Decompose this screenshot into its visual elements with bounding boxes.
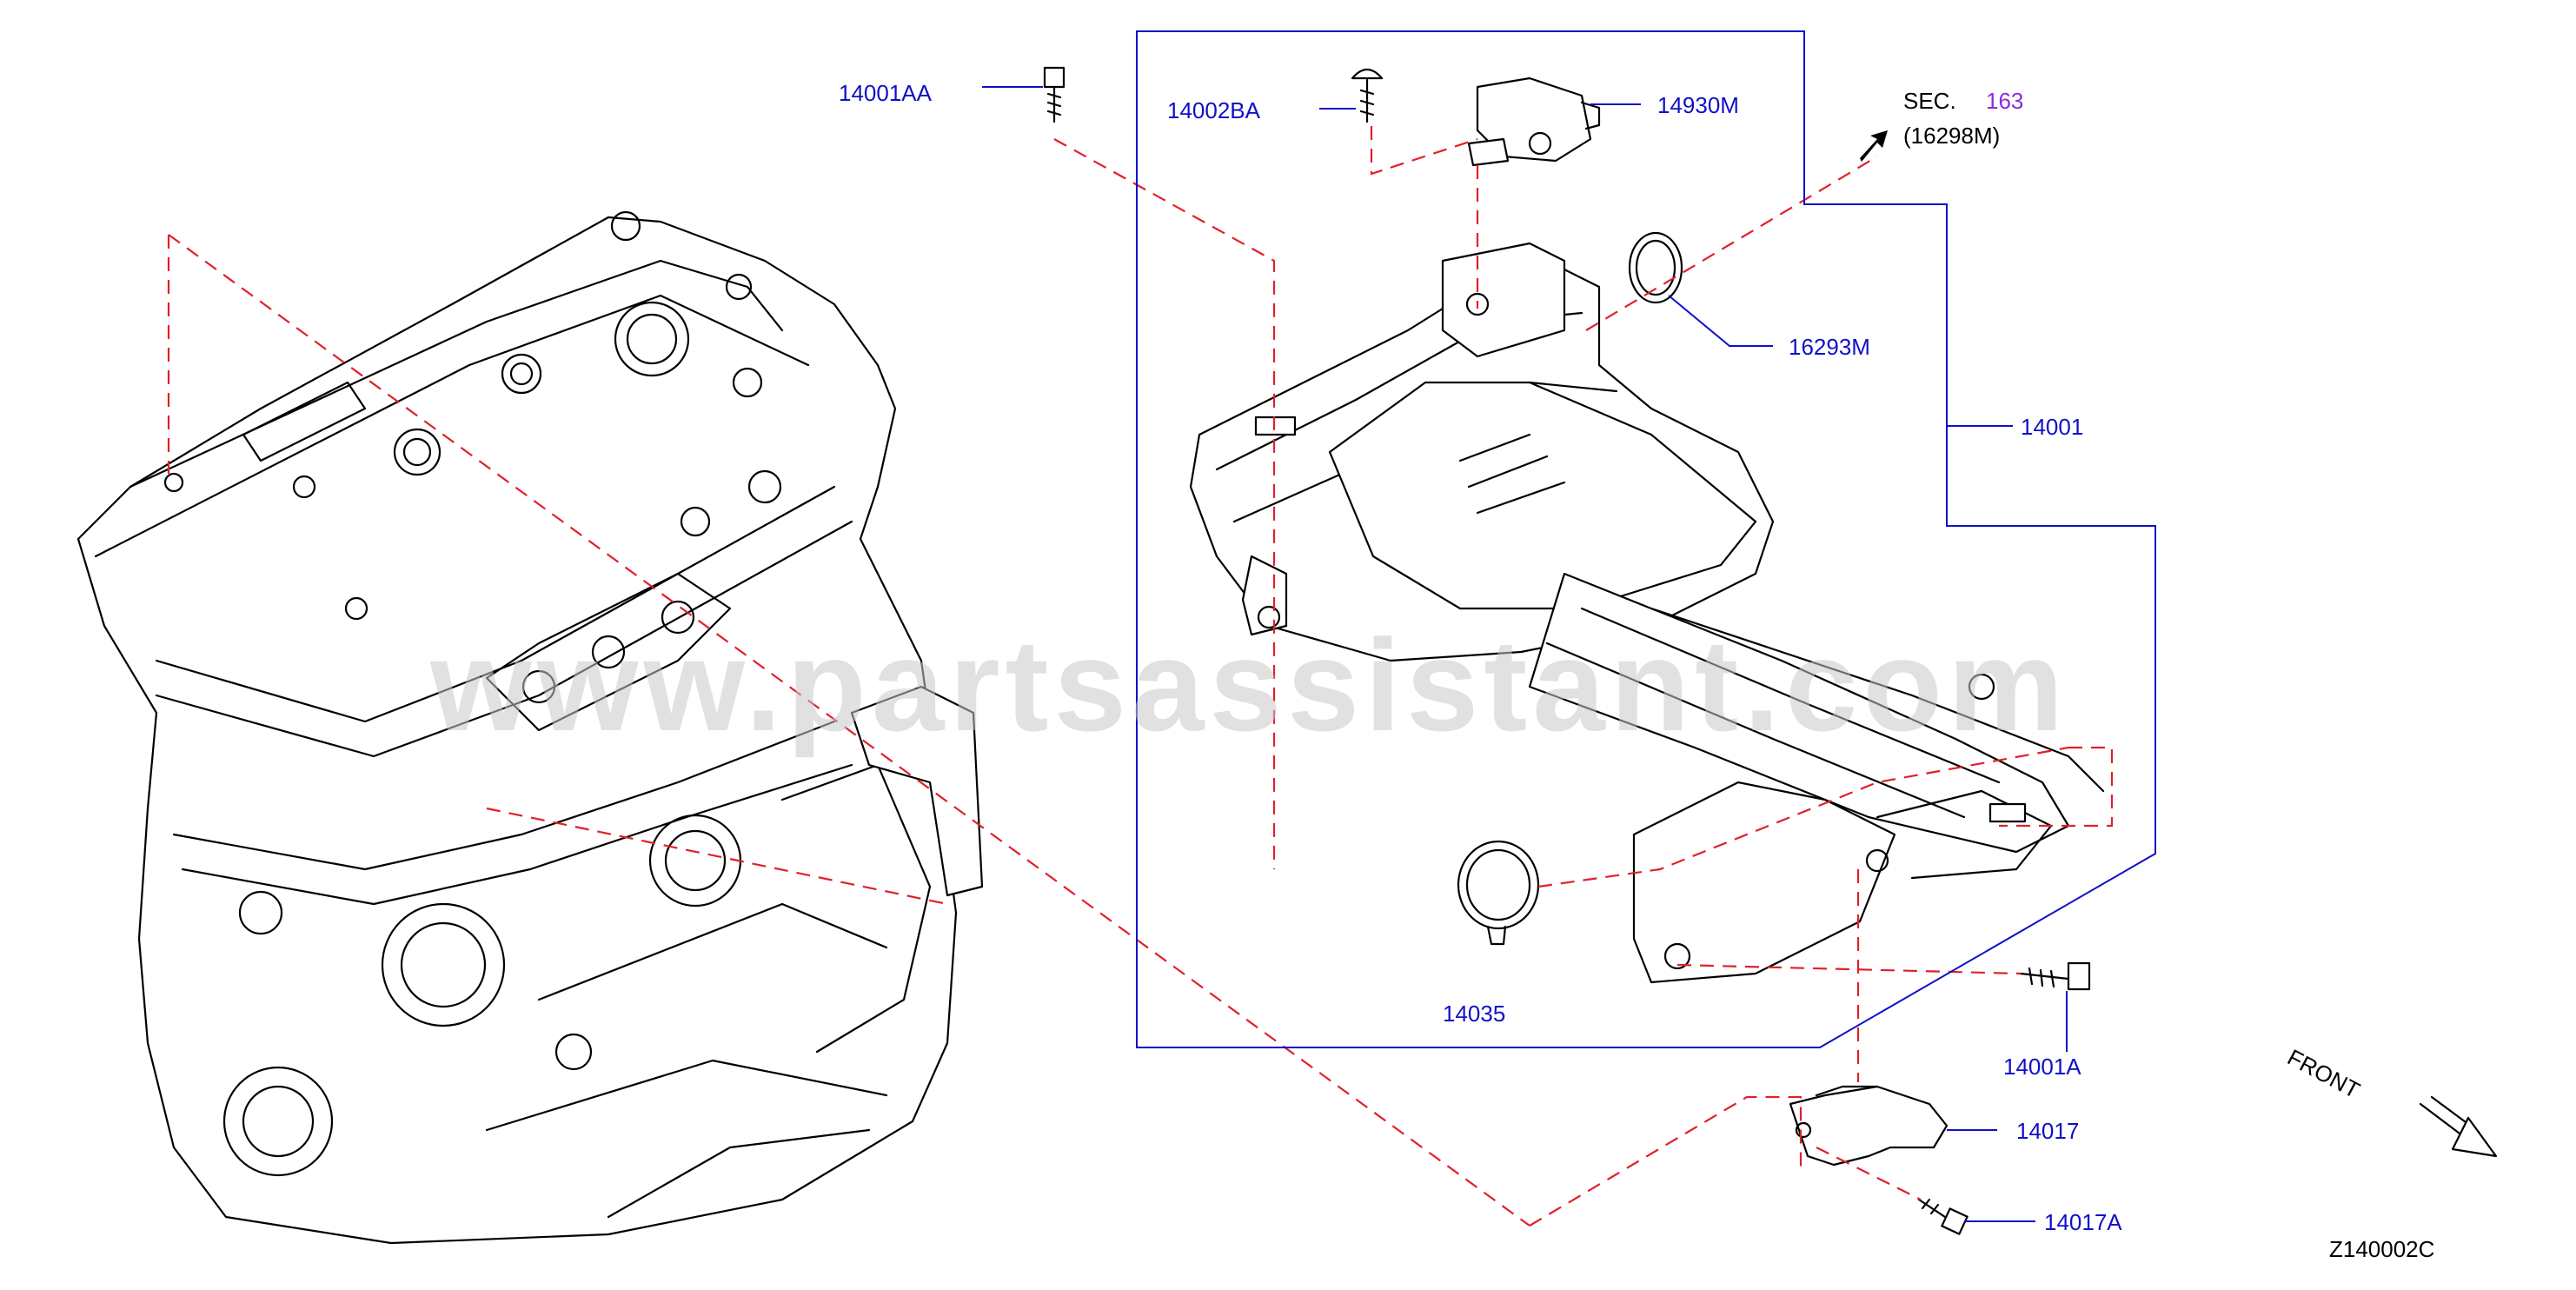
intake-manifold-drawing <box>1189 242 2105 984</box>
screw-14002BA-icon <box>1351 68 1384 123</box>
gasket-14035-icon <box>1457 840 1540 946</box>
bolt-14001AA-icon <box>1043 66 1066 123</box>
sensor-14930M-icon <box>1467 76 1601 167</box>
section-prefix: SEC. <box>1903 88 1956 114</box>
callout-14001[interactable]: 14001 <box>2021 414 2083 440</box>
section-arrow-icon <box>1860 130 1888 162</box>
front-arrow-icon <box>2419 1095 2498 1158</box>
callout-14017[interactable]: 14017 <box>2016 1118 2079 1144</box>
gasket-16293M-icon <box>1628 231 1683 304</box>
section-number-link[interactable]: 163 <box>1986 88 2023 114</box>
callout-16293M[interactable]: 16293M <box>1789 334 1870 360</box>
bolt-14001A-icon <box>2019 961 2091 991</box>
bolt-14017A-icon <box>1917 1198 1969 1235</box>
bracket-14017-icon <box>1789 1085 1949 1167</box>
callout-14035[interactable]: 14035 <box>1443 1001 1505 1027</box>
diagram-code: Z140002C <box>2329 1236 2434 1262</box>
callout-14017A[interactable]: 14017A <box>2044 1209 2122 1235</box>
front-label: FRONT <box>2283 1044 2364 1104</box>
leader-lines <box>982 86 2068 1222</box>
section-part-number: (16298M) <box>1903 123 2000 149</box>
phantom-lines <box>167 126 2114 1227</box>
watermark-text: www.partsassistant.com <box>429 612 2068 758</box>
callout-14002BA[interactable]: 14002BA <box>1167 97 1261 123</box>
engine-block-drawing <box>76 210 984 1245</box>
callout-14001AA[interactable]: 14001AA <box>839 80 933 106</box>
callout-14001A[interactable]: 14001A <box>2003 1054 2081 1080</box>
assembly-outline <box>1136 30 2156 1048</box>
callout-14930M[interactable]: 14930M <box>1657 92 1739 118</box>
